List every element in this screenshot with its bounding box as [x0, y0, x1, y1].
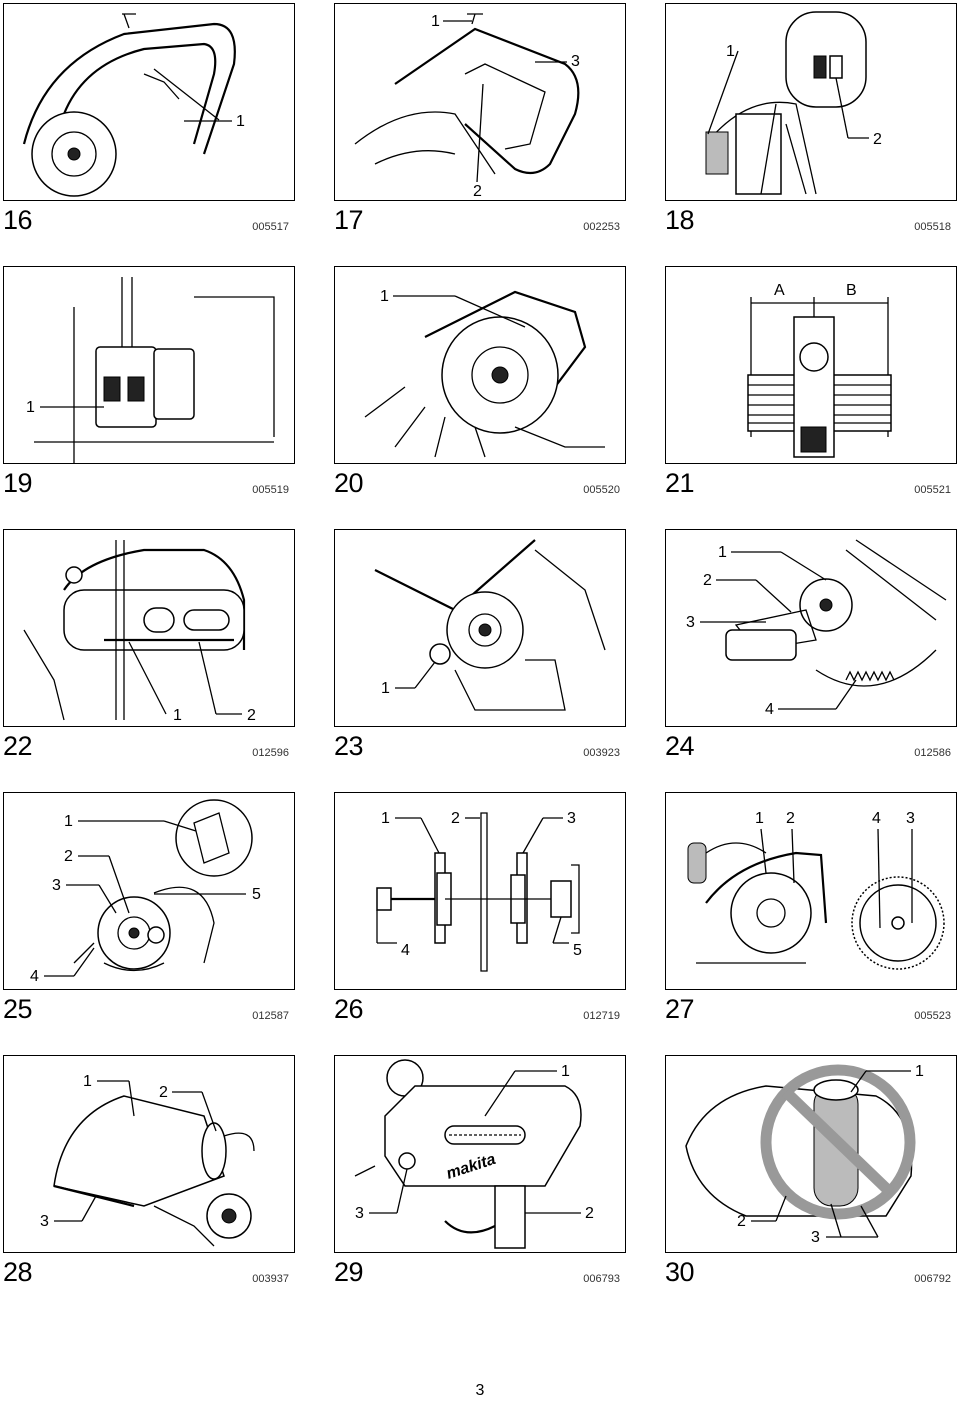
- figure-30-callout-2: 2: [737, 1213, 746, 1230]
- figure-19-code: 005519: [252, 484, 289, 496]
- figure-25-code: 012587: [252, 1010, 289, 1022]
- figure-26-callout-5: 5: [573, 942, 582, 959]
- figure-27-callout-3: 3: [906, 810, 915, 827]
- figure-23-illustration: 1: [334, 529, 626, 727]
- figure-24-callout-2: 2: [703, 572, 712, 589]
- figure-17-callout-2: 2: [473, 183, 482, 200]
- figure-29-illustration: makita 1 3 2: [334, 1055, 626, 1253]
- figure-19-number: 19: [3, 468, 33, 498]
- figure-19-callout-1: 1: [26, 399, 35, 416]
- figure-20-callout-1: 1: [380, 288, 389, 305]
- figure-21-callout-a: A: [774, 282, 785, 299]
- figure-26-number: 26: [334, 994, 364, 1024]
- figure-24-number: 24: [665, 731, 695, 761]
- figure-26-illustration: 1 2 3 4 5: [334, 792, 626, 990]
- figure-20-code: 005520: [583, 484, 620, 496]
- figure-30-callout-1: 1: [915, 1063, 924, 1080]
- figure-27-illustration: 1 2 4 3: [665, 792, 957, 990]
- figure-20-number: 20: [334, 468, 364, 498]
- figure-28-number: 28: [3, 1257, 33, 1287]
- figure-29-callout-3: 3: [355, 1205, 364, 1222]
- figure-22-callout-1: 1: [173, 707, 182, 724]
- figure-17-callout-1: 1: [431, 13, 440, 30]
- figure-22-code: 012596: [252, 747, 289, 759]
- figure-26-callout-3: 3: [567, 810, 576, 827]
- figure-27-callout-2: 2: [786, 810, 795, 827]
- figure-18-callout-1: 1: [726, 43, 735, 60]
- figure-16-code: 005517: [252, 221, 289, 233]
- figure-28-code: 003937: [252, 1273, 289, 1285]
- figure-25-callout-1: 1: [64, 813, 73, 830]
- figure-16-number: 16: [3, 205, 33, 235]
- figure-23-code: 003923: [583, 747, 620, 759]
- figure-29-brand: makita: [444, 1151, 498, 1183]
- figure-21-illustration: A B: [665, 266, 957, 464]
- figure-22-illustration: 1 2: [3, 529, 295, 727]
- figure-21-callout-b: B: [846, 282, 857, 299]
- figure-18-callout-2: 2: [873, 131, 882, 148]
- figure-28-callout-2: 2: [159, 1084, 168, 1101]
- figure-21-number: 21: [665, 468, 695, 498]
- figure-27-code: 005523: [914, 1010, 951, 1022]
- figure-24-callout-4: 4: [765, 701, 774, 718]
- figure-26-code: 012719: [583, 1010, 620, 1022]
- figure-17-illustration: 1 2 3: [334, 3, 626, 201]
- figure-27-callout-1: 1: [755, 810, 764, 827]
- figure-18-number: 18: [665, 205, 695, 235]
- figure-29-callout-2: 2: [585, 1205, 594, 1222]
- figure-27-number: 27: [665, 994, 695, 1024]
- figure-25-callout-2: 2: [64, 848, 73, 865]
- figure-26-callout-1: 1: [381, 810, 390, 827]
- figure-28-callout-3: 3: [40, 1213, 49, 1230]
- figure-29-callout-1: 1: [561, 1063, 570, 1080]
- figure-29-number: 29: [334, 1257, 364, 1287]
- figure-16-illustration: 1: [3, 3, 295, 201]
- figure-24-illustration: 1 2 3 4: [665, 529, 957, 727]
- figure-23-number: 23: [334, 731, 364, 761]
- figure-22-callout-2: 2: [247, 707, 256, 724]
- figure-30-illustration: 1 2 3: [665, 1055, 957, 1253]
- page-number: 3: [475, 1382, 485, 1399]
- figure-19-illustration: 1: [3, 266, 295, 464]
- figure-18-code: 005518: [914, 221, 951, 233]
- figure-18-illustration: 1 2: [665, 3, 957, 201]
- figure-20-illustration: 1: [334, 266, 626, 464]
- figure-17-code: 002253: [583, 221, 620, 233]
- figure-17-number: 17: [334, 205, 364, 235]
- figure-26-callout-4: 4: [401, 942, 410, 959]
- figure-28-callout-1: 1: [83, 1073, 92, 1090]
- figure-21-code: 005521: [914, 484, 951, 496]
- figure-17-callout-3: 3: [571, 53, 580, 70]
- figure-30-code: 006792: [914, 1273, 951, 1285]
- figure-26-callout-2: 2: [451, 810, 460, 827]
- figure-25-number: 25: [3, 994, 33, 1024]
- figure-24-callout-3: 3: [686, 614, 695, 631]
- figure-24-callout-1: 1: [718, 544, 727, 561]
- figure-25-callout-5: 5: [252, 886, 261, 903]
- figure-30-callout-3: 3: [811, 1229, 820, 1246]
- figure-27-callout-4: 4: [872, 810, 881, 827]
- figure-22-number: 22: [3, 731, 33, 761]
- figure-24-code: 012586: [914, 747, 951, 759]
- figure-28-illustration: 1 2 3: [3, 1055, 295, 1253]
- figure-16-callout-1: 1: [236, 113, 245, 130]
- figure-23-callout-1: 1: [381, 680, 390, 697]
- figure-25-callout-4: 4: [30, 968, 39, 985]
- figure-25-illustration: 1 2 3 4 5: [3, 792, 295, 990]
- figure-30-number: 30: [665, 1257, 695, 1287]
- figure-29-code: 006793: [583, 1273, 620, 1285]
- figure-25-callout-3: 3: [52, 877, 61, 894]
